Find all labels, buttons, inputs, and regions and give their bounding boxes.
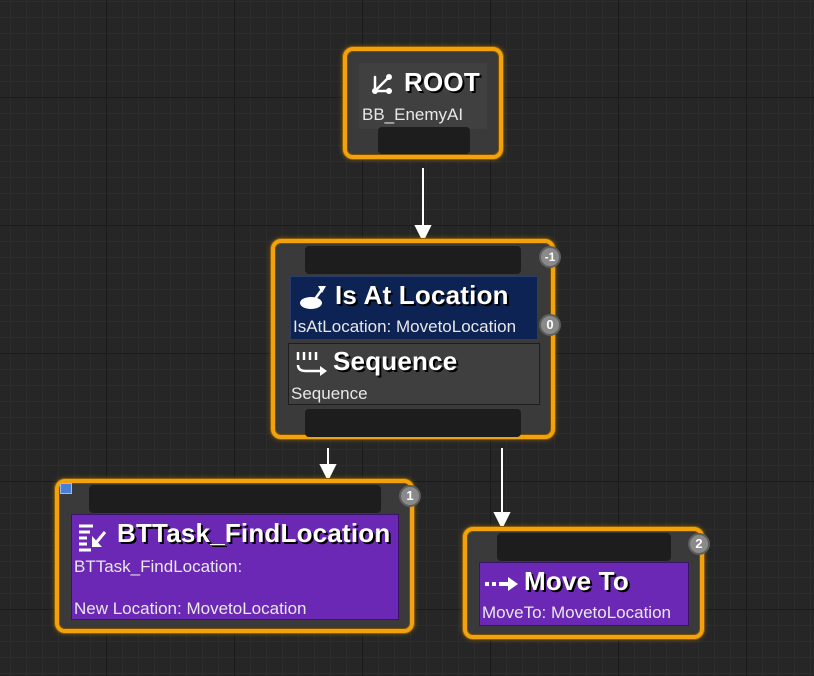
sequence-icon: [296, 352, 327, 376]
sequence-output-pin[interactable]: [305, 409, 521, 437]
moveto-detail: MoveTo: MovetoLocation: [482, 603, 671, 622]
sequence-index-badge: -1: [539, 246, 561, 268]
branch-icon: [372, 74, 392, 94]
wire-arrow-moveto: [493, 512, 511, 530]
root-node[interactable]: ROOT BB_EnemyAI: [343, 47, 503, 159]
moveto-task-node[interactable]: Move To MoveTo: MovetoLocation: [463, 527, 704, 639]
sequence-node[interactable]: Is At Location IsAtLocation: MovetoLocat…: [271, 239, 555, 439]
moveto-index-badge: 2: [688, 533, 710, 555]
wire-arrow-sequence: [414, 225, 432, 243]
findlocation-input-pin[interactable]: [89, 485, 381, 513]
moveto-panel[interactable]: [479, 562, 689, 626]
decorator-index-badge: 0: [539, 314, 561, 336]
decorator-location-icon: [300, 286, 326, 309]
findlocation-panel[interactable]: [71, 514, 399, 620]
findlocation-title: BTTask_FindLocation: [117, 518, 391, 548]
decorator-panel[interactable]: [290, 276, 538, 340]
findlocation-detail: BTTask_FindLocation:: [74, 557, 243, 576]
findlocation-param: New Location: MovetoLocation: [74, 599, 307, 618]
move-arrow-icon: [485, 577, 518, 591]
decorator-detail: IsAtLocation: MovetoLocation: [293, 317, 517, 336]
root-blackboard: BB_EnemyAI: [362, 105, 464, 124]
root-header: [359, 63, 487, 129]
breakpoint-indicator-icon[interactable]: [60, 483, 72, 494]
task-list-icon: [79, 524, 107, 552]
composite-panel[interactable]: [288, 343, 540, 405]
findlocation-task-node[interactable]: BTTask_FindLocation BTTask_FindLocation:…: [55, 479, 414, 633]
composite-title: Sequence: [333, 346, 458, 376]
wire-arrow-findlocation: [319, 464, 337, 482]
root-title: ROOT: [404, 67, 480, 97]
decorator-title: Is At Location: [335, 280, 509, 310]
root-output-pin[interactable]: [378, 127, 470, 154]
composite-detail: Sequence: [291, 384, 368, 403]
sequence-input-pin[interactable]: [305, 246, 521, 274]
moveto-title: Move To: [524, 566, 629, 596]
moveto-input-pin[interactable]: [497, 533, 671, 561]
findlocation-index-badge: 1: [399, 485, 421, 507]
